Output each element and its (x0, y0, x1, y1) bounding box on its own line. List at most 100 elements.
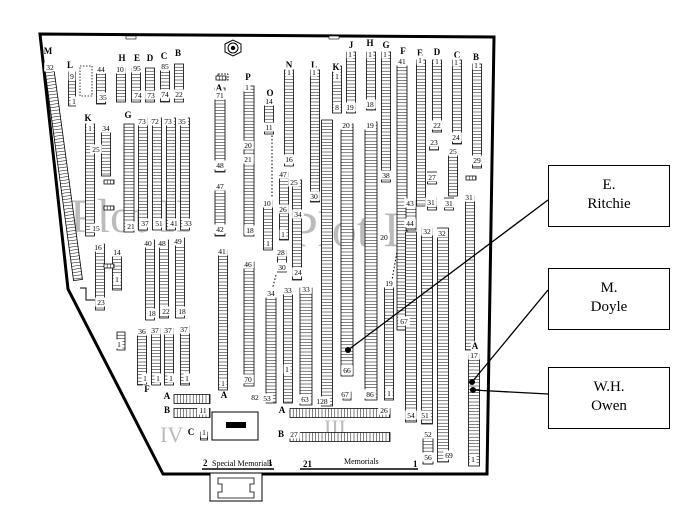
label-backing (167, 373, 175, 383)
label-backing (405, 410, 417, 420)
label-backing (300, 284, 312, 294)
row-label: 32 (46, 63, 54, 72)
label-backing (261, 393, 273, 403)
path-corner (80, 287, 96, 301)
row-label: 56 (424, 453, 432, 462)
row-label: 9 (70, 72, 74, 81)
label-backing (219, 378, 227, 388)
row-label: 11 (265, 123, 272, 132)
row-label: 21 (127, 222, 135, 231)
label-backing (139, 218, 151, 228)
row-label: J (349, 40, 354, 50)
row-label: 19 (385, 279, 393, 288)
label-backing (244, 225, 256, 235)
label-backing (219, 390, 229, 400)
label-backing (214, 83, 224, 93)
label-backing (70, 96, 78, 106)
grave-row (103, 205, 115, 211)
label-backing (95, 64, 107, 74)
grave-row (321, 119, 333, 407)
grave-row (175, 237, 185, 319)
row-label: A (221, 390, 228, 400)
row-label: C (161, 51, 168, 61)
label-backing (313, 396, 331, 406)
row-label: 29 (473, 156, 481, 165)
row-label: 30 (278, 263, 286, 272)
row-label: 21 (244, 155, 252, 164)
row-label: 25 (92, 145, 100, 154)
row-label: 26 (279, 205, 287, 214)
cemetery-boundary (38, 32, 496, 476)
label-backing (333, 71, 341, 81)
row-label: L (67, 60, 73, 70)
grave-marker-owen (470, 387, 476, 393)
grave-row (214, 87, 226, 173)
row-label: 70 (244, 375, 252, 384)
row-label: 73 (164, 117, 172, 126)
row-label: 54 (407, 411, 415, 420)
row-label: 23 (97, 298, 105, 307)
row-label: 31 (427, 198, 435, 207)
row-label: 37 (141, 219, 149, 228)
row-label: D (147, 53, 154, 63)
dotted-enclosure (79, 65, 93, 97)
row-label: 8 (335, 103, 339, 112)
label-backing (162, 325, 174, 335)
label-backing (86, 123, 94, 133)
row-label: 1 (202, 428, 206, 437)
grave-row (101, 125, 111, 177)
label-backing (249, 392, 261, 402)
label-backing (162, 116, 174, 126)
grave-row (173, 394, 211, 404)
row-label: 15 (92, 224, 100, 233)
label-backing (149, 116, 161, 126)
grave-row (465, 195, 475, 351)
row-label: O (266, 88, 273, 98)
row-label: 31 (445, 199, 453, 208)
label-backing (463, 192, 475, 202)
row-label: 86 (366, 390, 374, 399)
row-label: 63 (301, 395, 309, 404)
row-label: 32 (438, 229, 446, 238)
row-label: 1 (156, 374, 160, 383)
label-backing (277, 204, 289, 214)
label-backing (182, 218, 194, 228)
special-memorials-right-number: 1 (268, 458, 273, 468)
row-label: 37 (164, 326, 172, 335)
row-label: 1 (88, 124, 92, 133)
row-label: 1 (185, 374, 189, 383)
label-backing (292, 209, 304, 219)
label-backing (242, 374, 254, 384)
label-backing (265, 88, 275, 98)
row-label: G (124, 110, 131, 120)
row-label: 14 (113, 248, 121, 257)
row-label: 18 (366, 100, 374, 109)
row-label: A (472, 341, 479, 351)
label-backing (44, 62, 56, 72)
row-label: 72 (151, 117, 159, 126)
label-backing (90, 223, 102, 233)
row-label: 1 (335, 72, 339, 81)
label-backing (145, 53, 155, 63)
label-backing (242, 259, 254, 269)
label-backing (159, 89, 171, 99)
row-label: 10 (263, 199, 271, 208)
label-backing (309, 60, 319, 70)
row-label: 16 (94, 243, 102, 252)
callout-last-name: Ritchie (587, 196, 631, 212)
row-label: 1 (348, 50, 352, 59)
row-label: 1 (285, 365, 289, 374)
label-backing (419, 410, 431, 420)
row-label: 49 (174, 237, 182, 246)
label-backing (125, 221, 137, 231)
row-label: 41 (218, 247, 226, 256)
label-backing (261, 198, 273, 208)
label-backing (263, 122, 275, 132)
grave-row (123, 123, 135, 233)
grave-row (437, 227, 449, 463)
label-backing (433, 56, 441, 66)
grave-row (396, 57, 408, 331)
grave-row (289, 432, 391, 442)
dotted-path (271, 274, 277, 291)
label-backing (173, 48, 183, 58)
